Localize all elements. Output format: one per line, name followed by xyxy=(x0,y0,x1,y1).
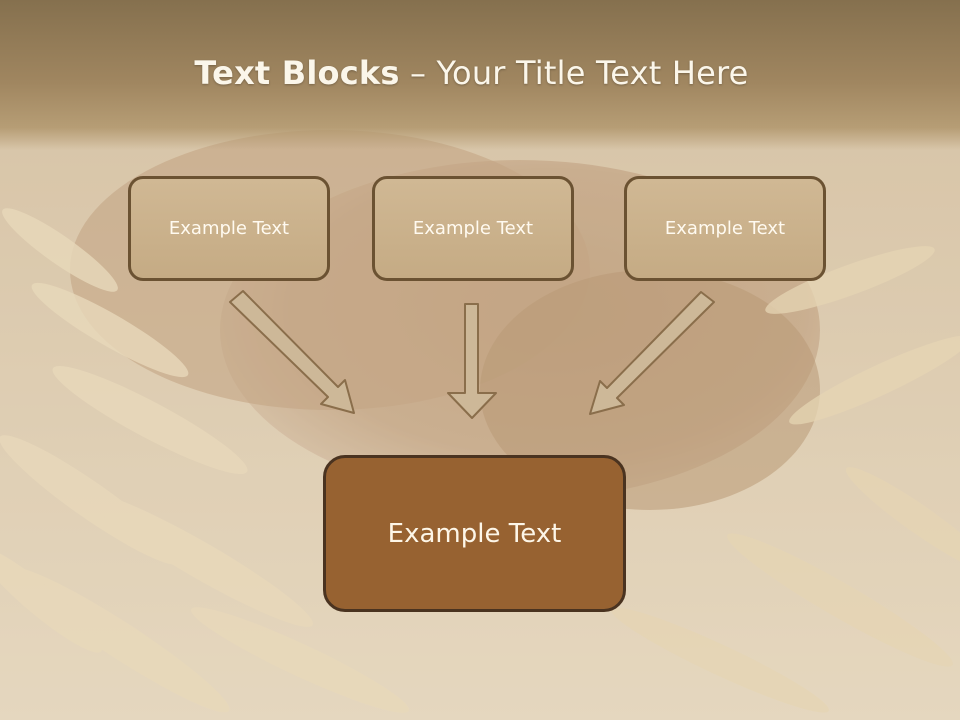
slide-title-rest: – Your Title Text Here xyxy=(399,54,749,92)
arrow-left-to-main xyxy=(229,290,355,414)
text-box-right: Example Text xyxy=(624,176,826,281)
slide-title: Text Blocks – Your Title Text Here xyxy=(0,54,943,92)
text-box-middle: Example Text xyxy=(372,176,574,281)
arrow-middle-to-main xyxy=(447,303,497,419)
text-box-main: Example Text xyxy=(323,455,626,612)
arrow-right-to-main xyxy=(589,291,715,415)
slide-title-bold: Text Blocks xyxy=(194,54,400,92)
text-box-left: Example Text xyxy=(128,176,330,281)
text-box-left-label: Example Text xyxy=(168,218,290,239)
text-box-middle-label: Example Text xyxy=(412,218,534,239)
title-bar xyxy=(0,0,960,150)
text-box-main-label: Example Text xyxy=(387,518,562,549)
text-box-right-label: Example Text xyxy=(664,218,786,239)
